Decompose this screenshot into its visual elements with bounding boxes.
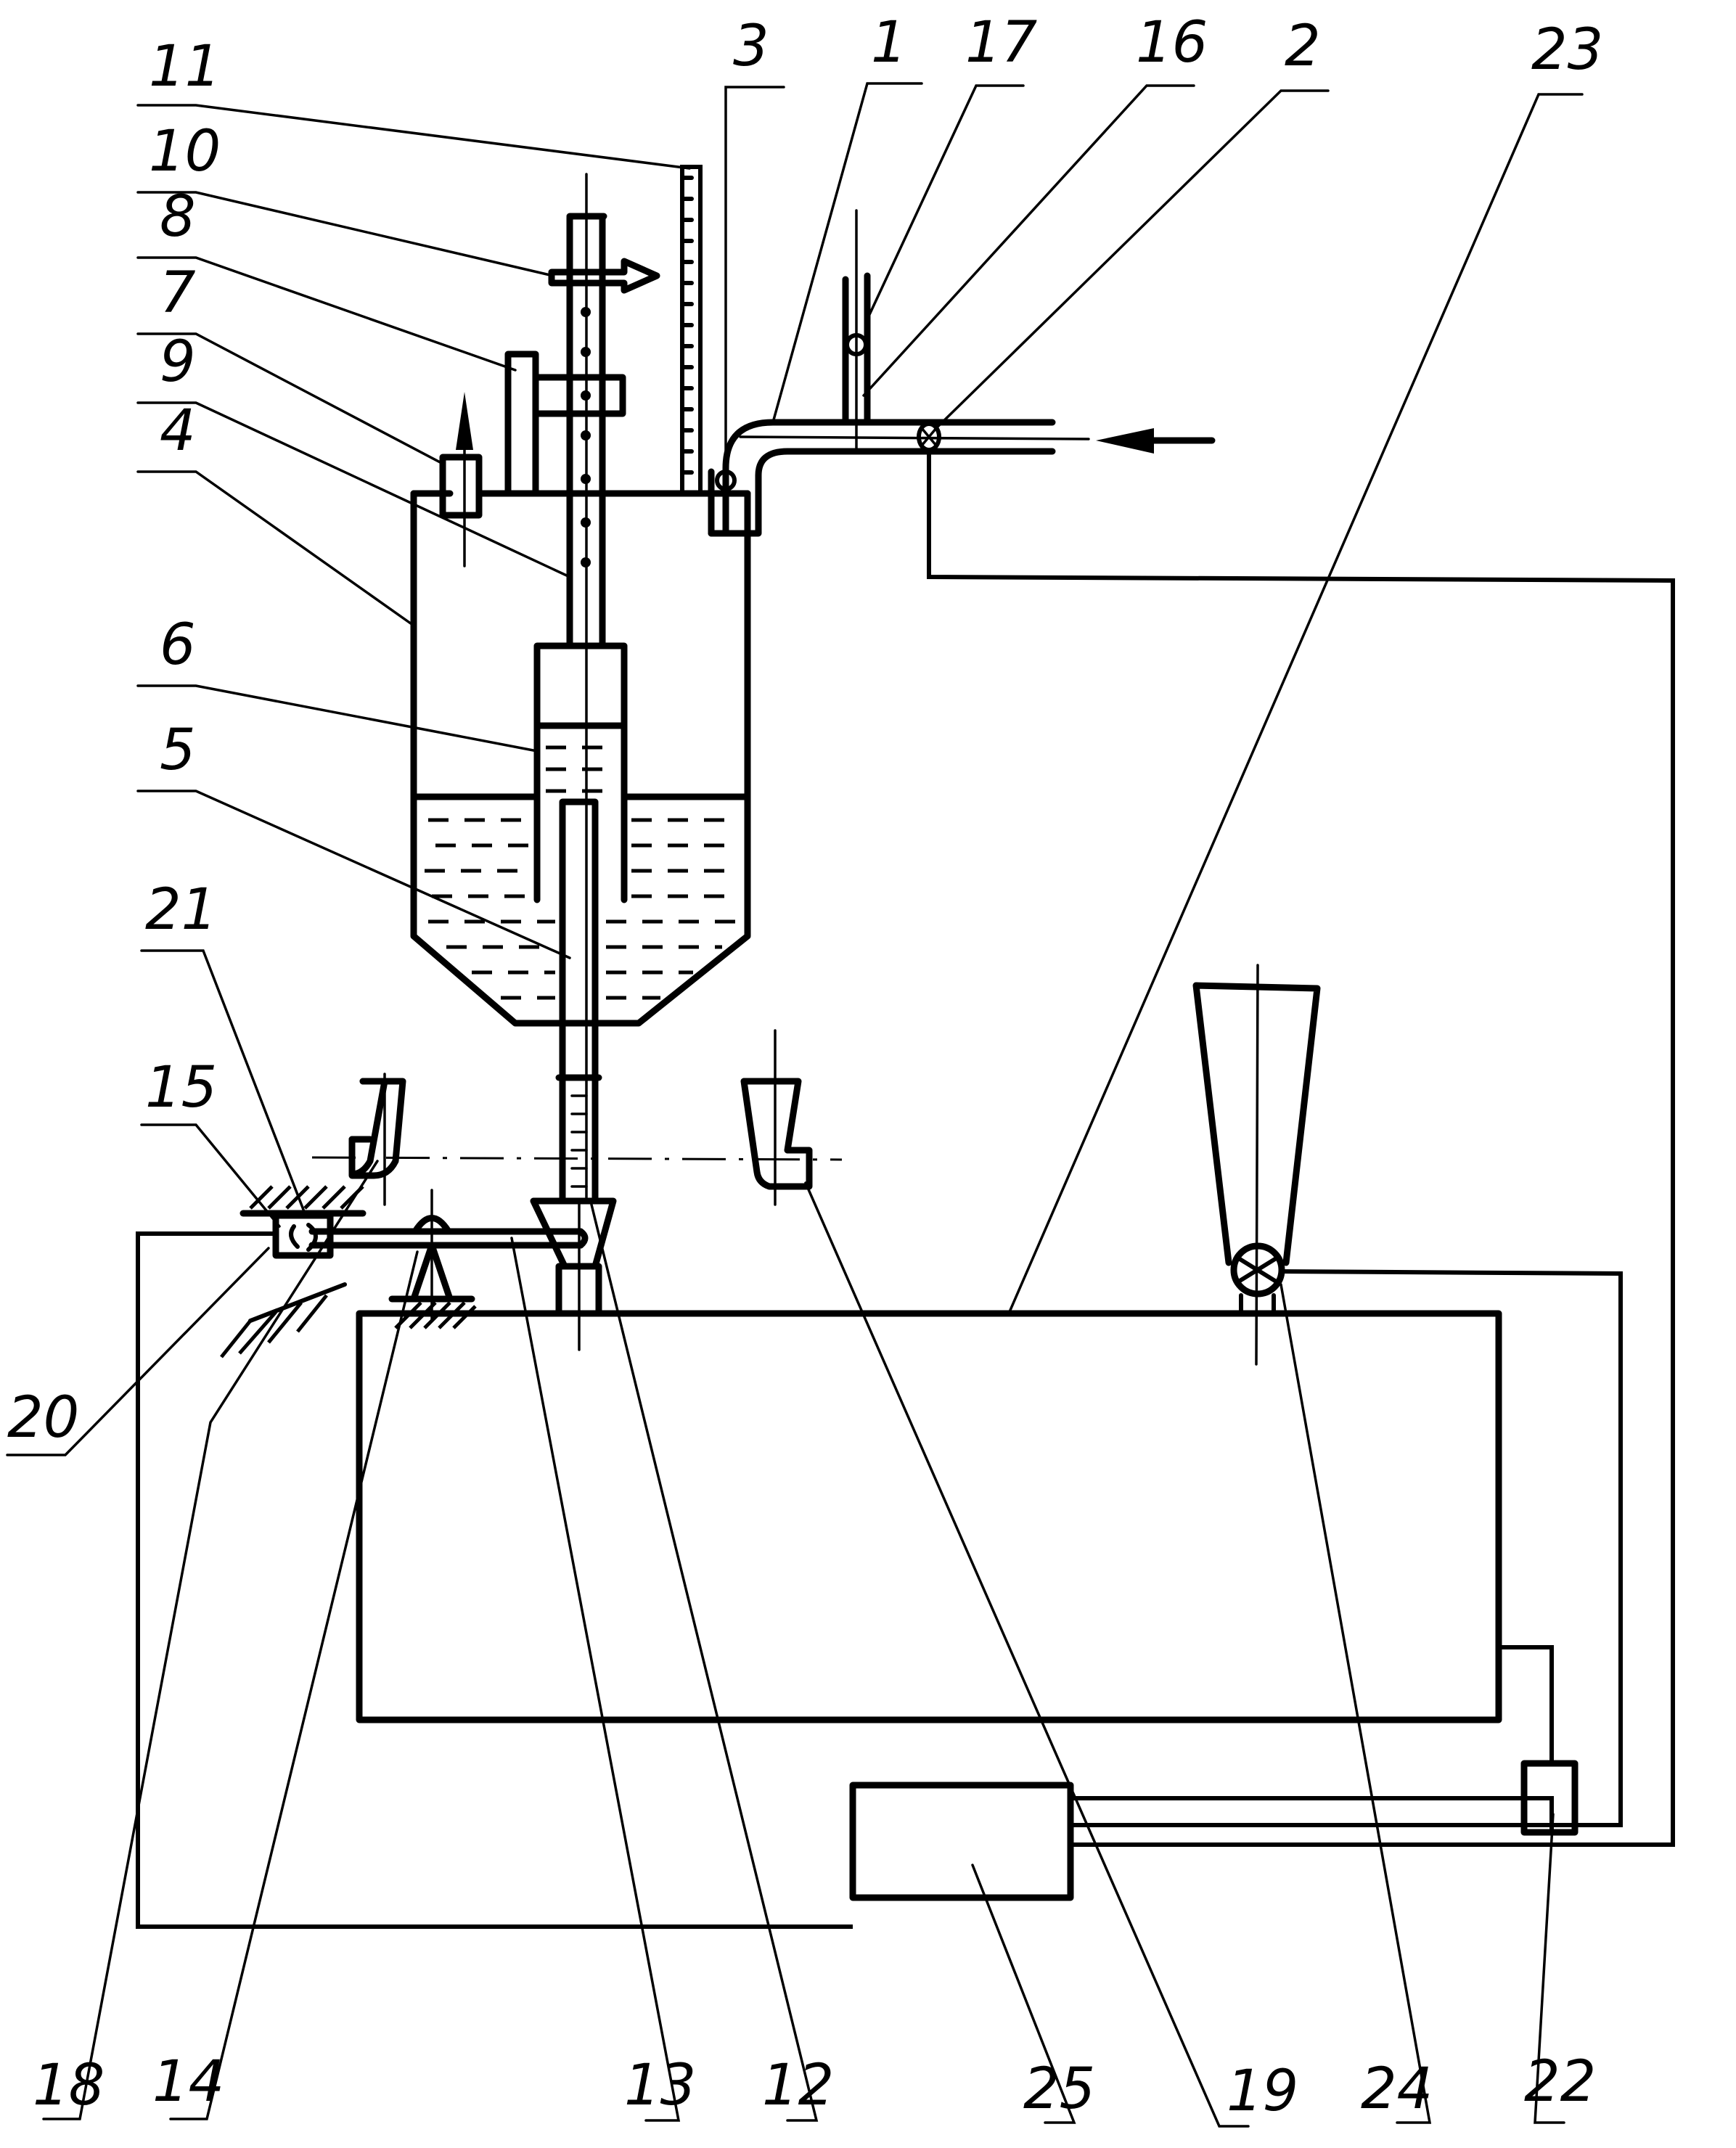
label-11: 11 [149,34,221,99]
label-2: 2 [1285,14,1321,79]
control-unit [849,1782,1074,1901]
mount-hatch [249,1185,364,1210]
label-21: 21 [145,877,217,943]
valve-3 [715,470,737,491]
label-17: 17 [965,10,1037,75]
label-24: 24 [1361,2057,1433,2122]
label-4: 4 [160,398,196,464]
label-6: 6 [160,612,196,678]
pointer-arrow [548,258,660,294]
label-22: 22 [1524,2049,1596,2115]
label-13: 13 [624,2053,696,2118]
label-23: 23 [1531,17,1603,83]
callout-labels: 11 10 8 7 9 4 6 5 21 15 20 3 1 17 16 2 2… [7,10,1603,2124]
label-14: 14 [152,2049,224,2115]
lever [308,1189,589,1329]
dosing-funnel [530,1197,617,1351]
rotary-table [356,1310,1502,1723]
form-left [348,1073,406,1206]
discharge-tube [555,798,602,1201]
label-3: 3 [733,14,769,79]
label-12: 12 [762,2053,834,2118]
tank [410,490,751,1027]
inlet-arrow-icon [1096,428,1154,454]
label-9: 9 [160,329,196,395]
liquid-fill [425,818,740,1000]
label-5: 5 [160,718,196,783]
valve-16 [845,333,868,356]
form-right [740,1029,813,1206]
feed-pipe [708,209,1216,537]
label-20: 20 [7,1385,79,1451]
label-7: 7 [160,261,196,326]
clamp [504,351,626,497]
vibro-funnel [1192,964,1321,1366]
label-10: 10 [149,119,221,184]
vertical-rod [566,173,607,1199]
label-16: 16 [1136,10,1208,75]
label-1: 1 [871,10,907,75]
label-18: 18 [33,2053,105,2118]
label-15: 15 [145,1055,217,1120]
graduated-scale [680,165,703,496]
gas-outlet [439,392,483,567]
label-25: 25 [1023,2057,1095,2122]
solenoid-actuator [220,1185,367,1358]
label-8: 8 [160,184,196,250]
inner-cup [533,642,628,903]
label-19: 19 [1227,2059,1298,2124]
leader-lines [6,82,1584,2128]
wiring [136,450,1675,1929]
